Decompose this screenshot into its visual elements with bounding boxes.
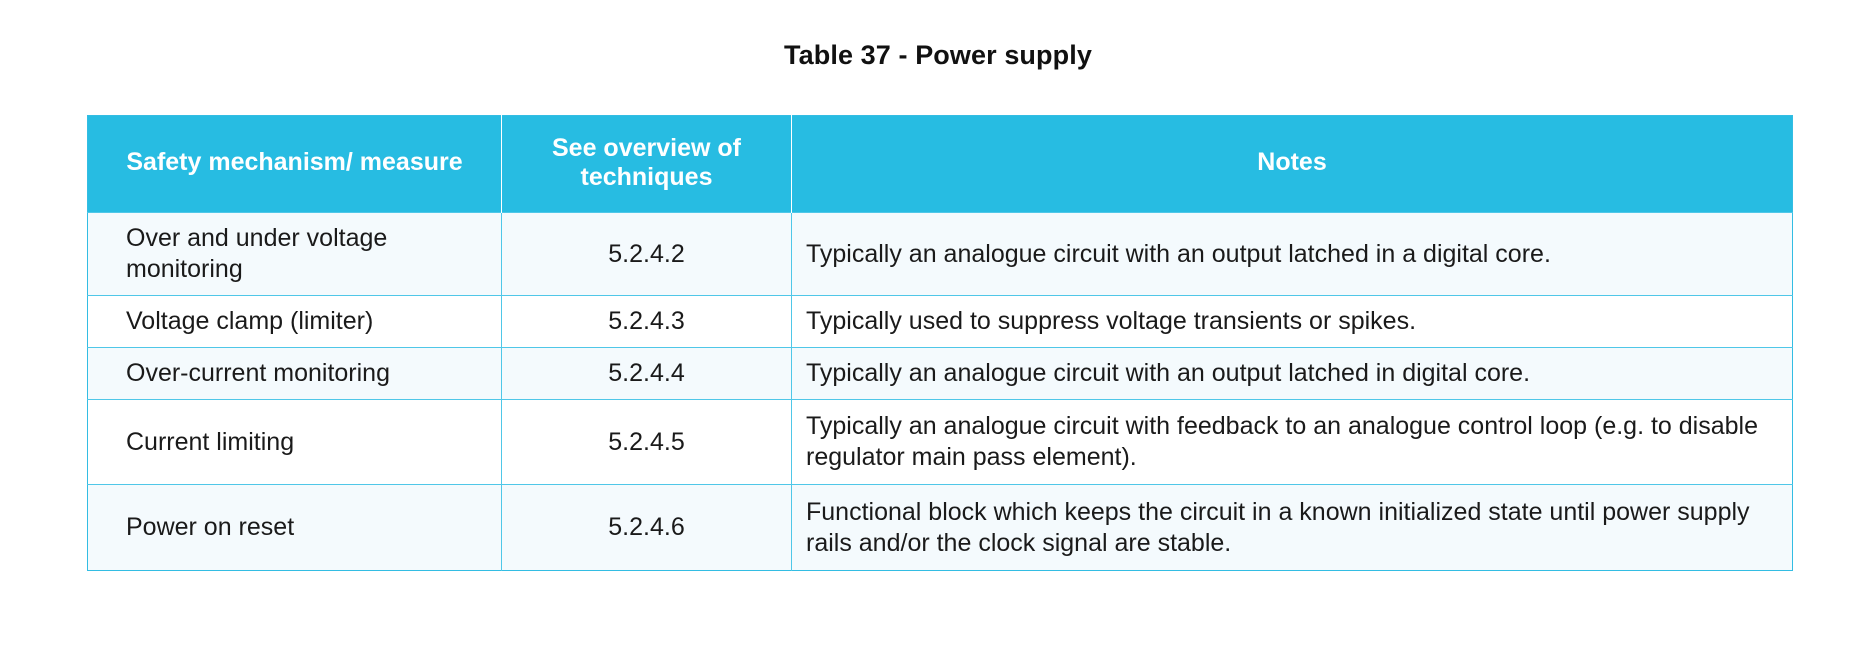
cell-notes: Typically an analogue circuit with feedb… xyxy=(791,399,1793,485)
table-row: Voltage clamp (limiter) 5.2.4.3 Typicall… xyxy=(87,295,1793,348)
column-header-see-overview-of-techniques: See overview of techniques xyxy=(501,115,792,213)
cell-notes: Typically used to suppress voltage trans… xyxy=(791,295,1793,348)
cell-technique-reference: 5.2.4.2 xyxy=(501,212,792,296)
table-row: Over-current monitoring 5.2.4.4 Typicall… xyxy=(87,347,1793,400)
cell-safety-mechanism: Power on reset xyxy=(87,484,502,571)
column-header-notes: Notes xyxy=(791,115,1793,213)
cell-technique-reference: 5.2.4.3 xyxy=(501,295,792,348)
header-row: Safety mechanism/ measure See overview o… xyxy=(87,115,1793,213)
cell-technique-reference: 5.2.4.4 xyxy=(501,347,792,400)
table-header: Safety mechanism/ measure See overview o… xyxy=(87,115,1793,213)
column-header-safety-mechanism: Safety mechanism/ measure xyxy=(87,115,502,213)
cell-technique-reference: 5.2.4.6 xyxy=(501,484,792,571)
cell-technique-reference: 5.2.4.5 xyxy=(501,399,792,485)
cell-notes: Functional block which keeps the circuit… xyxy=(791,484,1793,571)
power-supply-table: Safety mechanism/ measure See overview o… xyxy=(87,115,1793,571)
table-body: Over and under voltage monitoring 5.2.4.… xyxy=(87,212,1793,571)
table-row: Current limiting 5.2.4.5 Typically an an… xyxy=(87,399,1793,485)
table-row: Over and under voltage monitoring 5.2.4.… xyxy=(87,212,1793,296)
cell-safety-mechanism: Voltage clamp (limiter) xyxy=(87,295,502,348)
cell-safety-mechanism: Current limiting xyxy=(87,399,502,485)
cell-notes: Typically an analogue circuit with an ou… xyxy=(791,212,1793,296)
table-row: Power on reset 5.2.4.6 Functional block … xyxy=(87,484,1793,571)
table-container: Safety mechanism/ measure See overview o… xyxy=(87,115,1793,571)
cell-safety-mechanism: Over and under voltage monitoring xyxy=(87,212,502,296)
cell-safety-mechanism: Over-current monitoring xyxy=(87,347,502,400)
table-caption: Table 37 - Power supply xyxy=(784,40,1092,70)
cell-notes: Typically an analogue circuit with an ou… xyxy=(791,347,1793,400)
